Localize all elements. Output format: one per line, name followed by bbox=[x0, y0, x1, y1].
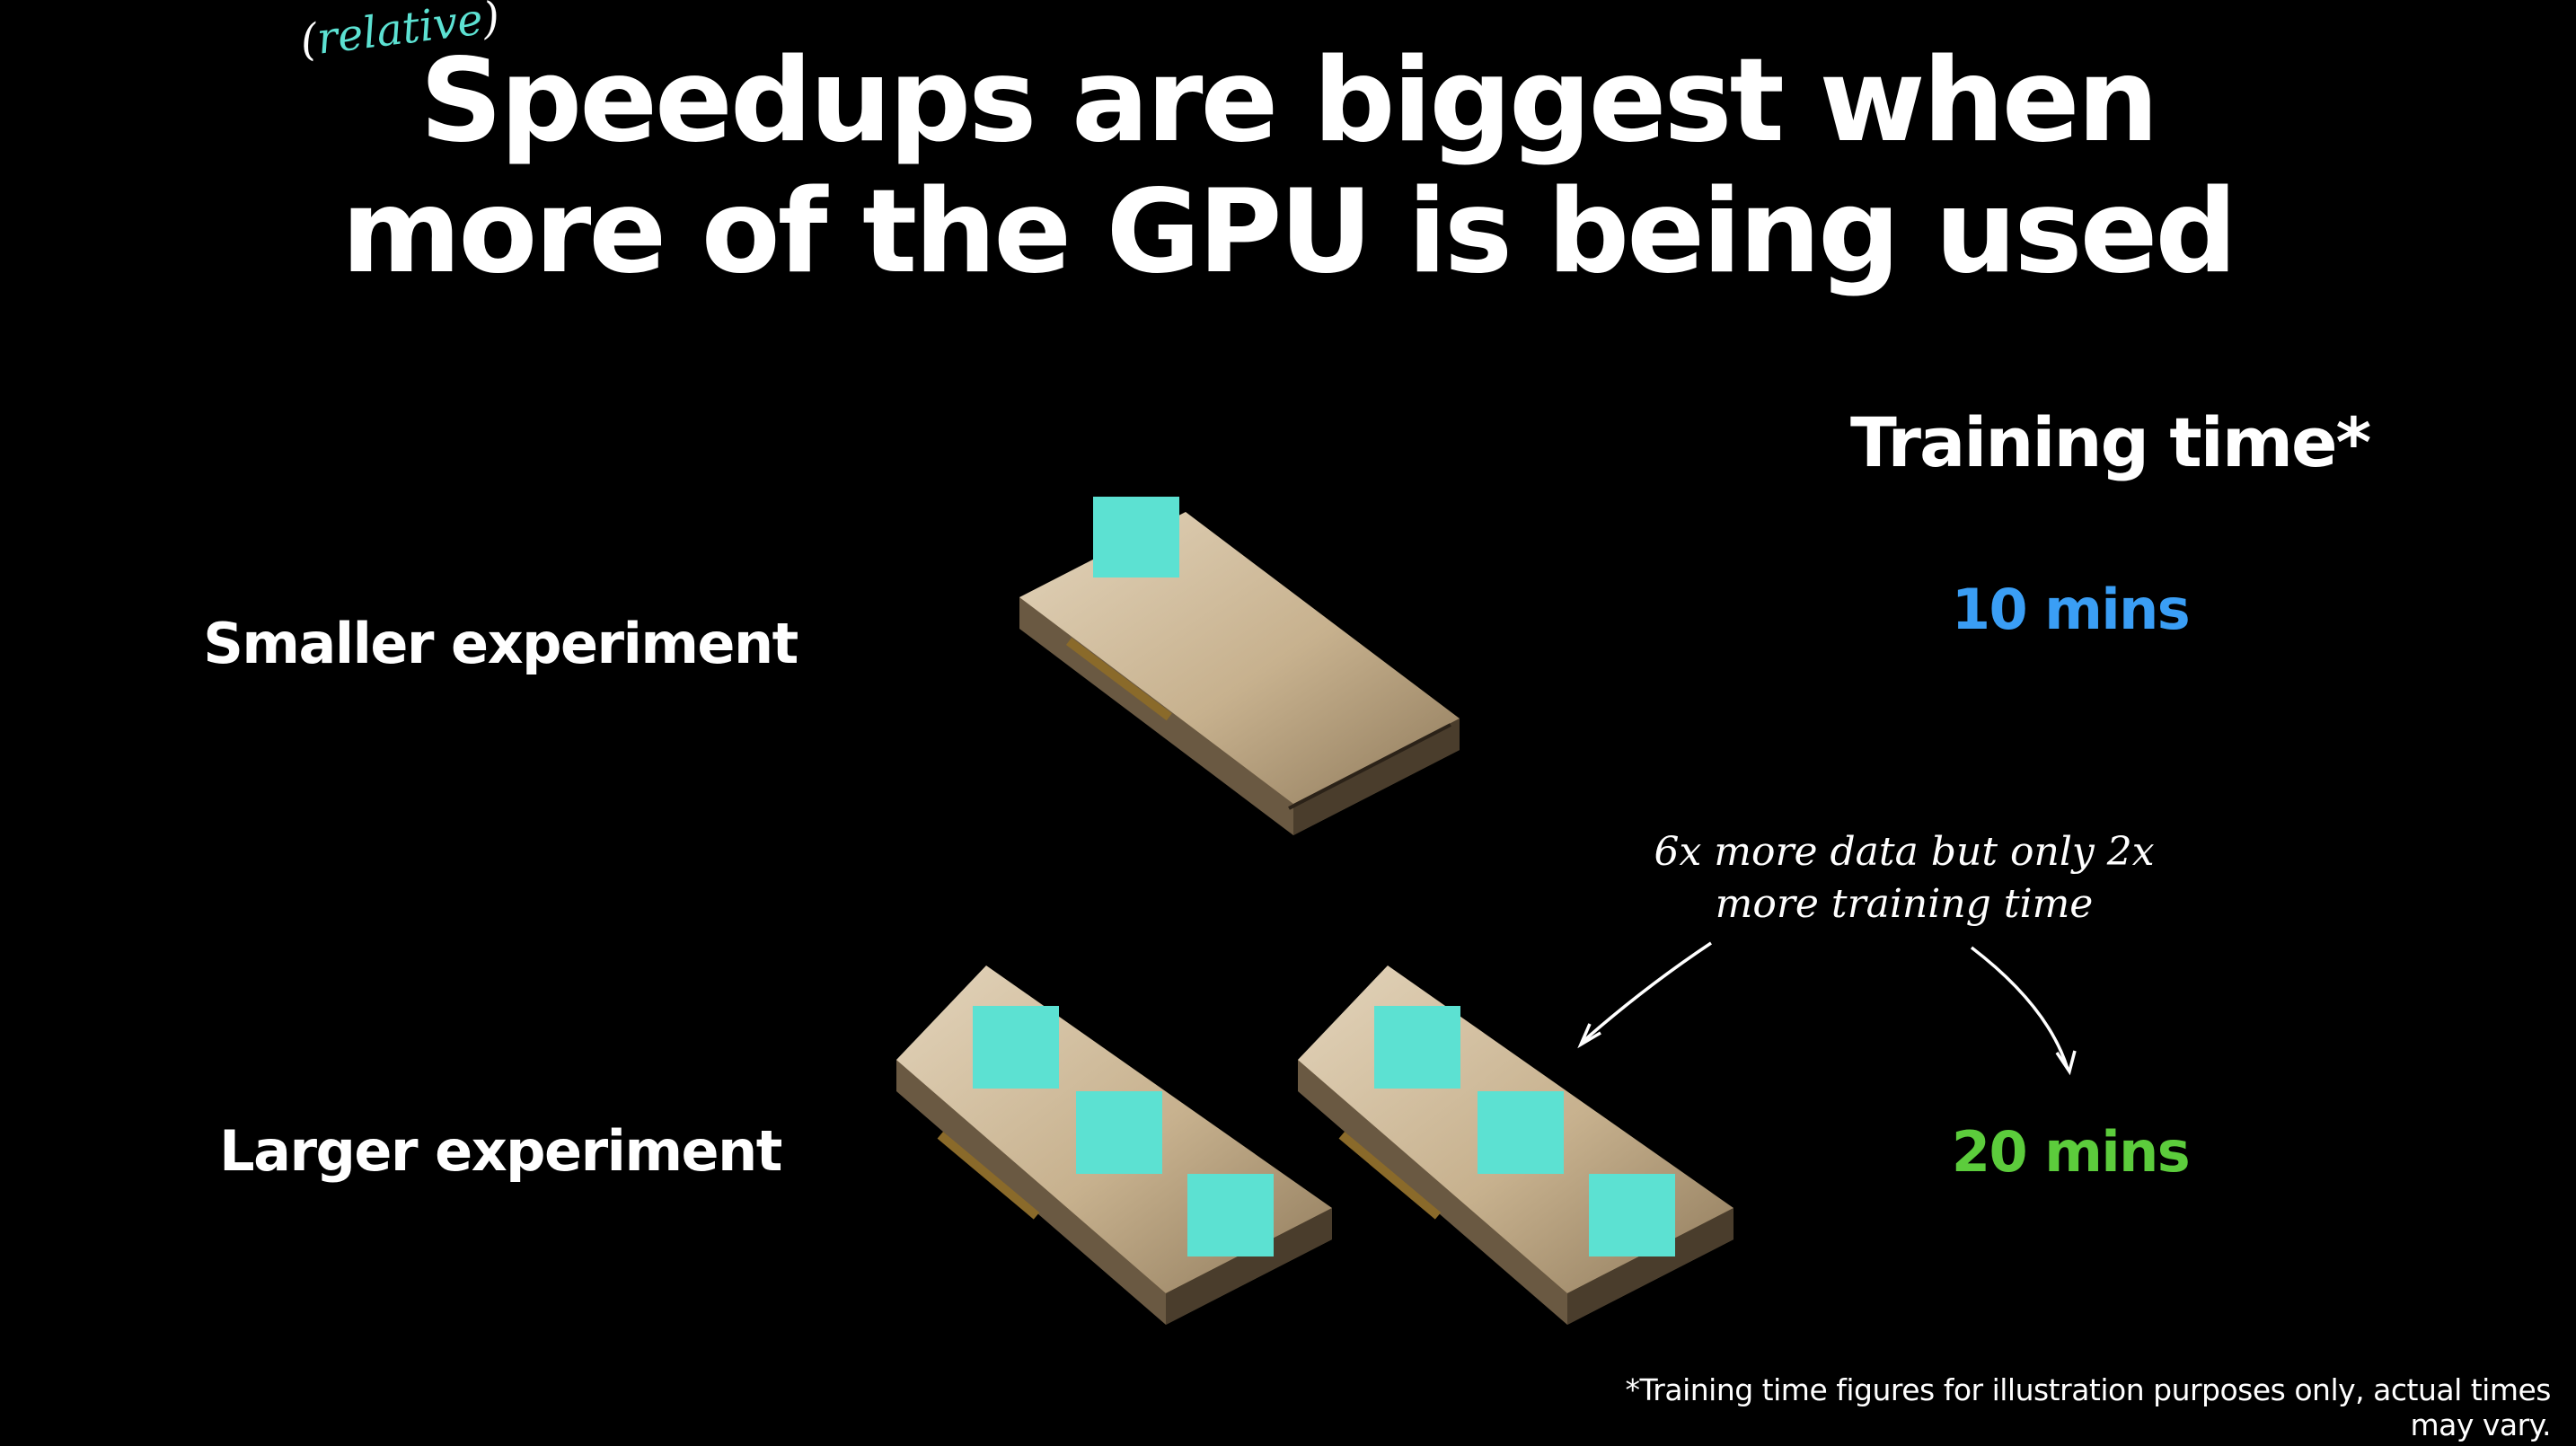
arrow-head-icon bbox=[1577, 1023, 1601, 1049]
arrow-icon bbox=[1970, 946, 2069, 1070]
larger-experiment-label: Larger experiment bbox=[219, 1118, 782, 1184]
gpu-usage-block bbox=[1076, 1091, 1162, 1174]
gpu-card-icon bbox=[1298, 965, 1734, 1325]
gpu-usage-block bbox=[1374, 1006, 1460, 1089]
gpu-usage-block bbox=[1187, 1174, 1274, 1256]
smaller-experiment-label: Smaller experiment bbox=[203, 611, 798, 676]
speedup-annotation: 6x more data but only 2x more training t… bbox=[1581, 826, 2228, 930]
gpu-usage-block bbox=[973, 1006, 1059, 1089]
gpu-usage-block bbox=[1478, 1091, 1564, 1174]
footnote: *Training time figures for illustration … bbox=[1625, 1372, 2551, 1442]
gpu-usage-block bbox=[1093, 497, 1179, 578]
smaller-experiment-time: 10 mins bbox=[1951, 577, 2191, 642]
larger-experiment-time: 20 mins bbox=[1951, 1119, 2191, 1185]
gpu-card-icon bbox=[1019, 497, 1460, 835]
slide-title-line-2: more of the GPU is being used bbox=[340, 165, 2237, 299]
gpu-usage-block bbox=[1589, 1174, 1675, 1256]
training-time-header: Training time* bbox=[1850, 402, 2371, 482]
annotation-line-2: more training time bbox=[1715, 881, 2094, 927]
slide-title: Speedups are biggest when more of the GP… bbox=[0, 36, 2576, 298]
arrow-head-icon bbox=[2055, 1050, 2077, 1076]
gpu-card-icon bbox=[896, 965, 1332, 1325]
annotation-line-1: 6x more data but only 2x bbox=[1654, 829, 2155, 875]
arrow-icon bbox=[1581, 941, 1712, 1044]
slide-title-line-1: Speedups are biggest when bbox=[419, 34, 2158, 168]
